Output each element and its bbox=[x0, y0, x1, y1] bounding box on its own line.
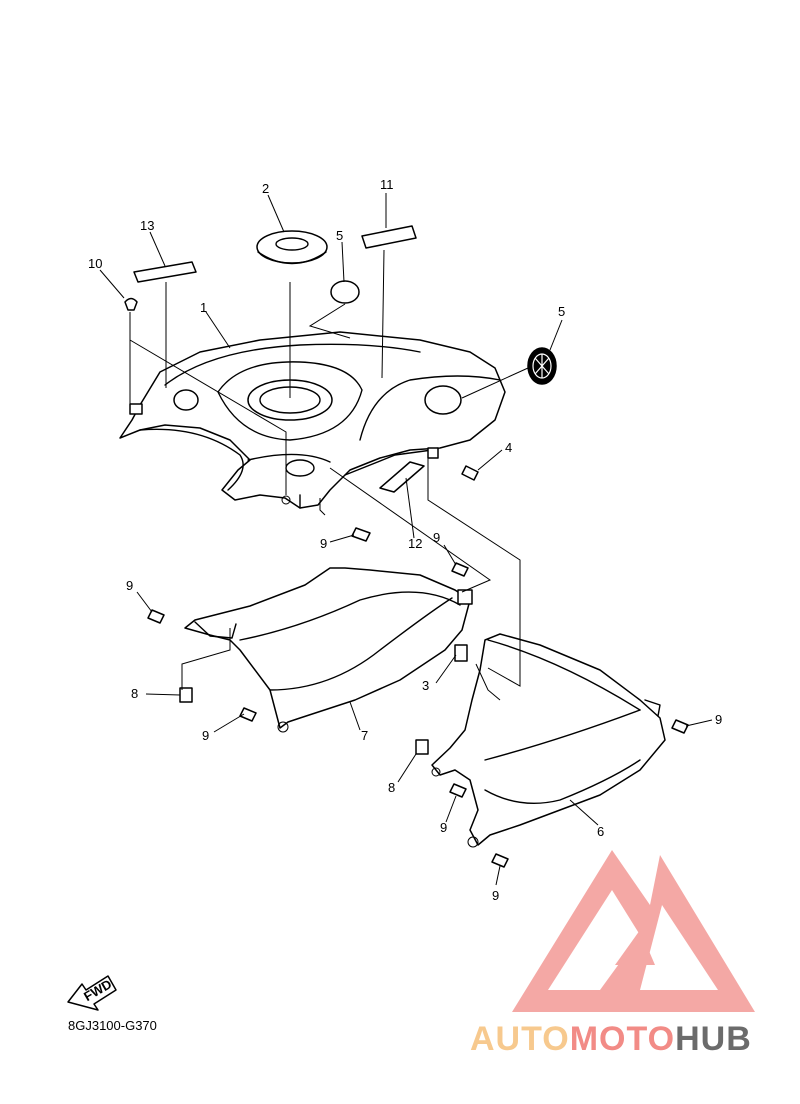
bracket-3 bbox=[454, 644, 468, 662]
tank-cover bbox=[119, 331, 506, 509]
nut-8-right bbox=[415, 739, 429, 755]
watermark-auto: AUTO bbox=[470, 1020, 570, 1058]
yamaha-emblem bbox=[527, 347, 557, 385]
callout-2: 2 bbox=[262, 181, 269, 196]
nut-8-left bbox=[179, 687, 193, 703]
watermark-logo bbox=[512, 850, 755, 1012]
callout-11: 11 bbox=[380, 177, 394, 192]
bolt-9e bbox=[671, 719, 689, 734]
callout-5a: 5 bbox=[336, 228, 343, 243]
callout-4: 4 bbox=[505, 440, 512, 455]
fwd-arrow: FWD bbox=[67, 975, 117, 1011]
callout-9d: 9 bbox=[202, 728, 209, 743]
bolt-9g bbox=[491, 853, 509, 868]
callout-9c: 9 bbox=[126, 578, 133, 593]
bolt-9b bbox=[451, 562, 469, 577]
bolt-4 bbox=[461, 465, 479, 481]
callouts: 1 2 11 13 5 10 5 4 9 12 9 9 8 3 9 7 9 8 … bbox=[88, 177, 722, 903]
callout-12: 12 bbox=[408, 536, 422, 551]
label-13 bbox=[133, 261, 197, 283]
bolt-9f bbox=[449, 783, 467, 798]
clip-10 bbox=[124, 297, 138, 311]
callout-7: 7 bbox=[361, 728, 368, 743]
callout-5b: 5 bbox=[558, 304, 565, 319]
leader-lines bbox=[99, 193, 713, 886]
diagram-code: 8GJ3100-G370 bbox=[68, 1018, 157, 1033]
watermark-text: AUTOMOTOHUB bbox=[470, 1020, 752, 1059]
callout-9b: 9 bbox=[433, 530, 440, 545]
callout-10: 10 bbox=[88, 256, 102, 271]
side-cover-left bbox=[184, 567, 473, 733]
label-12 bbox=[379, 461, 425, 493]
label-11 bbox=[361, 225, 417, 249]
callout-9g: 9 bbox=[492, 888, 499, 903]
callout-9e: 9 bbox=[715, 712, 722, 727]
watermark-moto: MOTO bbox=[569, 1020, 676, 1058]
bolt-9d bbox=[239, 707, 257, 722]
gasket bbox=[256, 230, 328, 265]
callout-1: 1 bbox=[200, 300, 207, 315]
callout-3: 3 bbox=[422, 678, 429, 693]
callout-9f: 9 bbox=[440, 820, 447, 835]
watermark-hub: HUB bbox=[675, 1020, 752, 1058]
callout-8b: 8 bbox=[388, 780, 395, 795]
callout-13: 13 bbox=[140, 218, 154, 233]
callout-8a: 8 bbox=[131, 686, 138, 701]
bolt-9a bbox=[351, 527, 371, 542]
callout-6: 6 bbox=[597, 824, 604, 839]
side-cover-right bbox=[431, 633, 666, 848]
emblem-small bbox=[330, 280, 360, 304]
bolt-9c bbox=[147, 609, 165, 624]
callout-9a: 9 bbox=[320, 536, 327, 551]
